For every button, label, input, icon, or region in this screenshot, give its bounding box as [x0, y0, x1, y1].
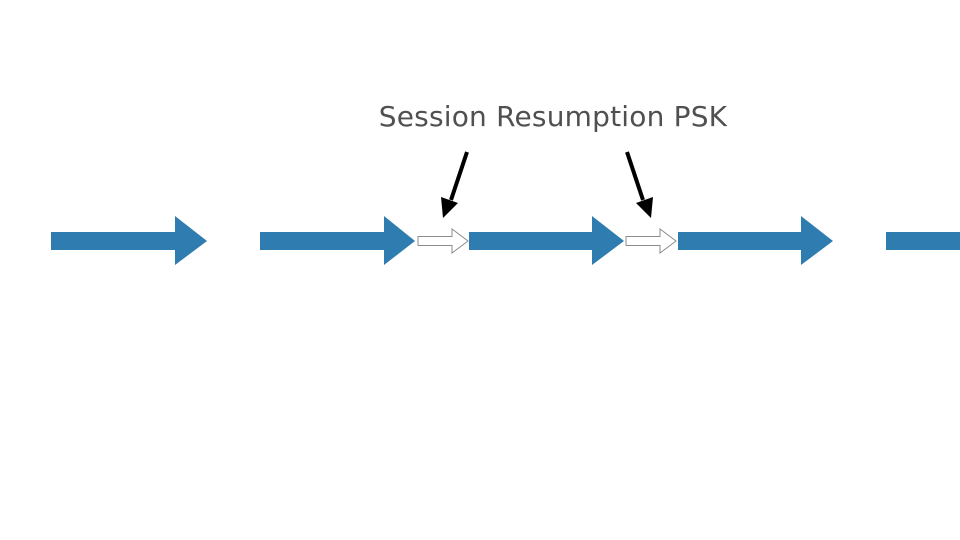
- session-arrow-2: [260, 216, 415, 265]
- pointer-arrow-2: [625, 151, 653, 218]
- session-arrow-1: [51, 216, 207, 265]
- psk-arrow-2: [625, 228, 677, 254]
- psk-arrow-1: [417, 228, 469, 254]
- session-arrow-4: [678, 216, 833, 265]
- diagram-title: Session Resumption PSK: [378, 100, 728, 133]
- pointer-arrow-1: [441, 151, 469, 218]
- session-arrow-3: [469, 216, 624, 265]
- session-arrow-5-partial: [886, 232, 960, 250]
